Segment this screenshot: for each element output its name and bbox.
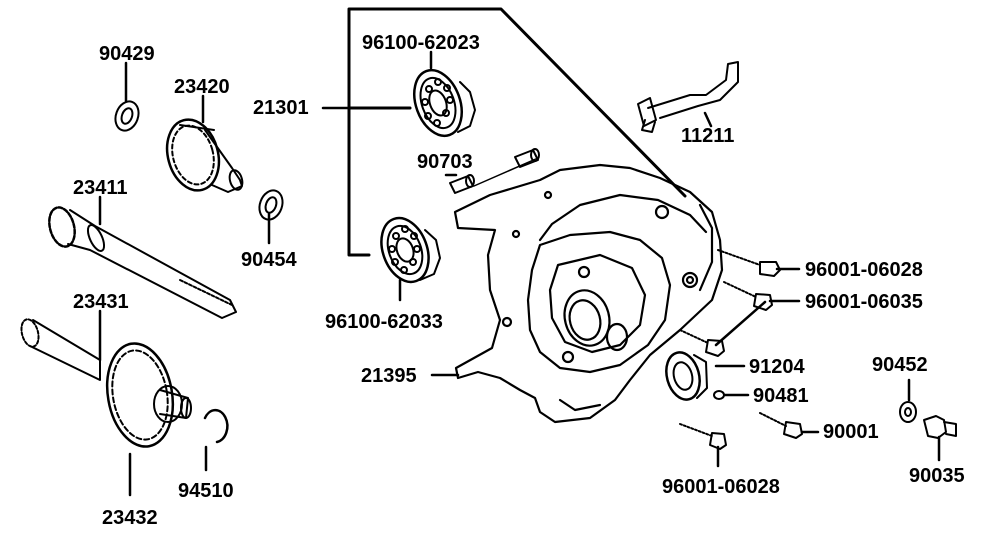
- drain-bolt-90035: [923, 415, 957, 439]
- label-23411: 23411: [73, 177, 128, 199]
- label-90454: 90454: [241, 249, 297, 271]
- washer-90481: [713, 390, 725, 400]
- breather-hose-11211: [637, 61, 739, 133]
- label-96001-06035: 96001-06035: [805, 291, 923, 313]
- washer-90429: [114, 100, 140, 132]
- bearing-62023: [413, 68, 476, 138]
- label-96001-06028-upper: 96001-06028: [805, 259, 923, 281]
- label-96100-62023: 96100-62023: [362, 32, 480, 54]
- shaft-23411: [48, 206, 237, 319]
- label-96001-06028-lower: 96001-06028: [662, 476, 780, 498]
- leader-lines: [98, 7, 941, 497]
- circlip-94510: [203, 408, 229, 444]
- label-23432: 23432: [102, 507, 158, 529]
- bearing-62033: [380, 216, 441, 284]
- label-90035: 90035: [909, 465, 965, 487]
- label-11211: 11211: [681, 125, 735, 147]
- bolt-96001-06028-lower: [679, 423, 727, 450]
- label-90481: 90481: [753, 385, 809, 407]
- shaft-gear-23431: [20, 318, 192, 448]
- label-94510: 94510: [178, 480, 234, 502]
- label-23431: 23431: [73, 291, 129, 313]
- label-21301: 21301: [253, 97, 309, 119]
- label-90001: 90001: [823, 421, 879, 443]
- label-96100-62033: 96100-62033: [325, 311, 443, 333]
- bolt-96001-06035: [679, 281, 773, 357]
- label-90452: 90452: [872, 354, 928, 376]
- cover-21395: [453, 163, 724, 424]
- bolt-96001-06028-upper: [717, 249, 781, 277]
- label-91204: 91204: [749, 356, 805, 378]
- dowel-pins-90703: [449, 148, 540, 194]
- label-90703: 90703: [417, 151, 473, 173]
- label-23420: 23420: [174, 76, 230, 98]
- label-90429: 90429: [99, 43, 155, 65]
- seal-91204: [665, 351, 708, 401]
- bolt-90001: [759, 412, 803, 439]
- label-21395: 21395: [361, 365, 417, 387]
- washer-90452: [899, 401, 917, 423]
- washer-90454: [258, 189, 284, 221]
- gear-23420: [165, 118, 244, 193]
